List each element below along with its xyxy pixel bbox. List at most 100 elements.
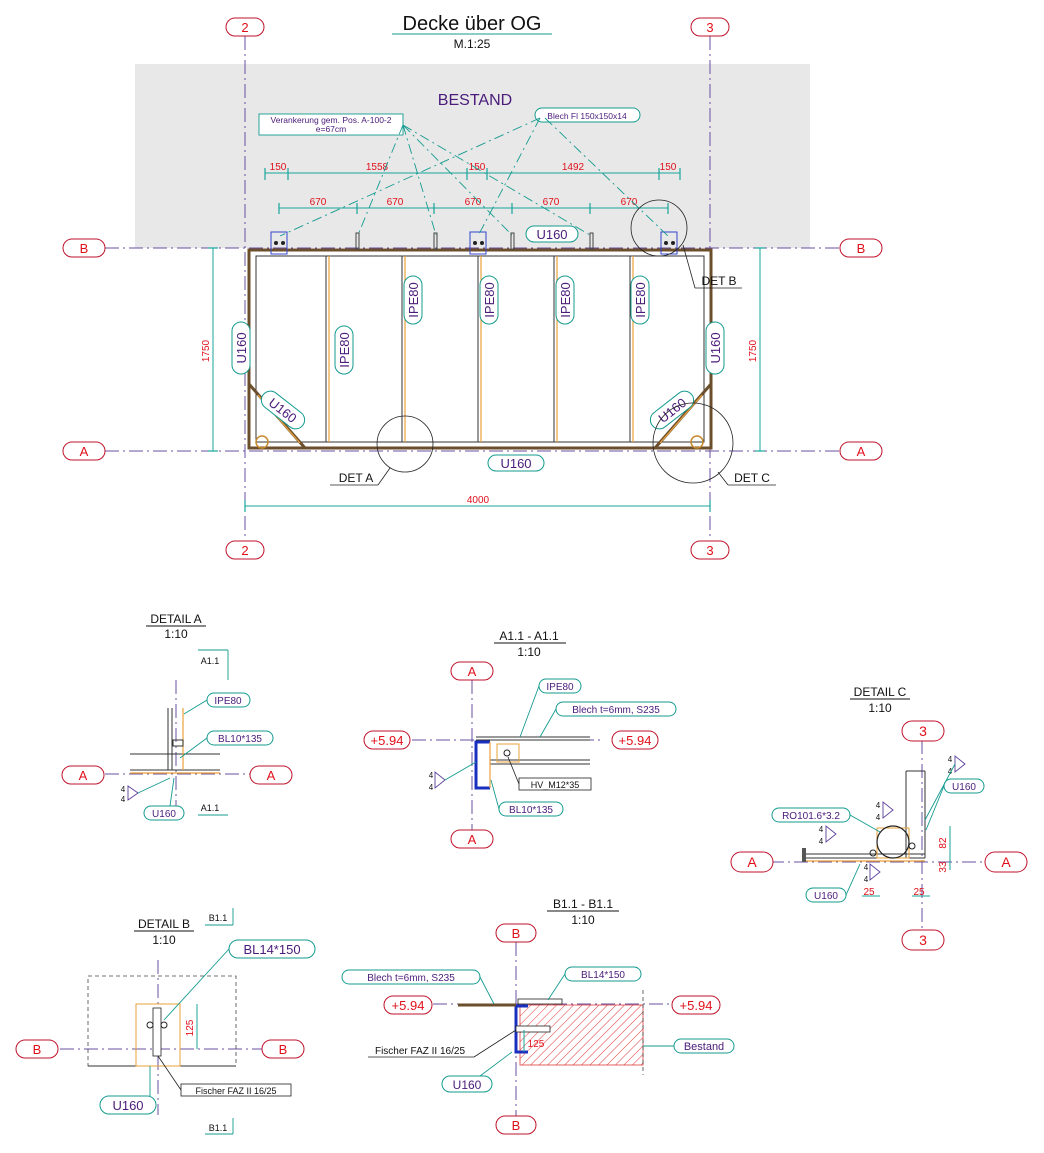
axis-bubble-2-top: 2 xyxy=(225,17,265,37)
svg-text:IPE80: IPE80 xyxy=(558,282,573,317)
level-left: +5.94 xyxy=(383,995,433,1015)
svg-text:U160: U160 xyxy=(708,332,723,363)
svg-text:A: A xyxy=(468,664,477,679)
det-c-label: DET C xyxy=(734,471,770,485)
axis-bubble-a: A xyxy=(450,829,494,849)
dim-width: 4000 xyxy=(467,495,490,506)
section-a11: A1.1 - A1.1 1:10 A A +5.94 +5.94 xyxy=(363,629,677,849)
plate-label: BL10*135 xyxy=(218,734,262,745)
plate-label: BL14*150 xyxy=(581,970,625,981)
svg-text:U160: U160 xyxy=(536,227,567,242)
label-u160-brace-left: U160 xyxy=(260,390,306,430)
axis-bubble-3-bottom: 3 xyxy=(690,540,730,560)
svg-text:4: 4 xyxy=(864,875,869,884)
svg-text:3: 3 xyxy=(706,20,713,35)
svg-text:IPE80: IPE80 xyxy=(406,282,421,317)
svg-text:Verankerung gem. Pos. A-100-2: Verankerung gem. Pos. A-100-2 xyxy=(271,115,392,125)
dim-125: 125 xyxy=(185,1019,196,1036)
dim-label: 1558 xyxy=(366,162,389,173)
svg-text:Blech Fl 150x150x14: Blech Fl 150x150x14 xyxy=(547,111,627,121)
weld-size: 4 xyxy=(429,771,434,780)
svg-text:A: A xyxy=(267,768,276,783)
svg-text:+5.94: +5.94 xyxy=(392,998,425,1013)
section-b11-title: B1.1 - B1.1 xyxy=(553,897,613,911)
detail-c-scale: 1:10 xyxy=(868,701,892,715)
weld-size: 4 xyxy=(121,785,126,794)
axis-bubble-b: B xyxy=(495,923,537,943)
drawing-scale: M.1:25 xyxy=(454,37,491,51)
weld-size: 4 xyxy=(429,783,434,792)
label-ipe80-3: IPE80 xyxy=(479,275,499,325)
dim-25b: 25 xyxy=(913,887,925,898)
axis-bubble-3-top: 3 xyxy=(690,17,730,37)
svg-text:+5.94: +5.94 xyxy=(371,733,404,748)
svg-text:A: A xyxy=(857,444,866,459)
drawing-title: Decke über OG xyxy=(403,13,542,35)
svg-text:3: 3 xyxy=(919,932,927,948)
svg-text:3: 3 xyxy=(919,723,927,739)
dim-label: 670 xyxy=(387,197,404,208)
svg-text:A: A xyxy=(80,444,89,459)
svg-text:IPE80: IPE80 xyxy=(482,282,497,317)
existing-label: BESTAND xyxy=(438,92,512,109)
dim-125: 125 xyxy=(528,1039,545,1050)
dim-82: 82 xyxy=(938,837,949,849)
dim-label: 150 xyxy=(270,162,287,173)
svg-text:4: 4 xyxy=(948,755,953,764)
plate-label: BL14*150 xyxy=(243,942,300,957)
section-marker: A1.1 xyxy=(201,803,220,813)
svg-text:B: B xyxy=(279,1042,288,1057)
dim-label: 670 xyxy=(310,197,327,208)
svg-text:3: 3 xyxy=(706,543,713,558)
dim-33: 33 xyxy=(938,861,949,873)
label-u160-bottom: U160 xyxy=(487,454,545,472)
section-b11: B1.1 - B1.1 1:10 B B +5.94 +5.94 Blech t… xyxy=(341,897,735,1135)
section-marker: A1.1 xyxy=(201,656,220,666)
svg-text:IPE80: IPE80 xyxy=(337,332,352,367)
axis-bubble-a-right: A xyxy=(839,441,883,461)
axis-bubble-a: A xyxy=(730,851,774,873)
axis-bubble-b: B xyxy=(495,1115,537,1135)
existing-label: Bestand xyxy=(684,1041,724,1053)
axis-bubble-3: 3 xyxy=(901,720,945,742)
label-ipe80-1: IPE80 xyxy=(334,325,354,375)
ipe80-label: IPE80 xyxy=(546,682,574,693)
det-a-label: DET A xyxy=(339,471,373,485)
svg-text:4: 4 xyxy=(864,863,869,872)
svg-text:4: 4 xyxy=(876,813,881,822)
bolt-label: HV_M12*35 xyxy=(531,780,580,790)
level-right: +5.94 xyxy=(671,995,721,1015)
ipe80-label: IPE80 xyxy=(214,696,242,707)
anchor-label: Fischer FAZ II 16/25 xyxy=(195,1086,276,1096)
svg-text:IPE80: IPE80 xyxy=(633,282,648,317)
level-right: +5.94 xyxy=(611,730,659,750)
u160-label: U160 xyxy=(453,1078,482,1092)
label-u160-top: U160 xyxy=(525,225,579,243)
detail-b-title: DETAIL B xyxy=(138,917,190,931)
anchor-label: Fischer FAZ II 16/25 xyxy=(375,1046,465,1057)
label-u160-right: U160 xyxy=(705,321,725,375)
u160-top-label: U160 xyxy=(952,782,976,793)
axis-bubble-a: A xyxy=(61,765,105,785)
sheet-label: Blech t=6mm, S235 xyxy=(572,705,660,716)
plan-view: Decke über OG M.1:25 BESTAND 2 3 2 3 xyxy=(62,13,883,560)
dim-label: 1492 xyxy=(562,162,585,173)
label-ipe80-4: IPE80 xyxy=(555,275,575,325)
axis-bubble-a: A xyxy=(450,661,494,681)
plate-callout: Blech Fl 150x150x14 xyxy=(534,107,641,123)
dim-label: 670 xyxy=(465,197,482,208)
weld-size: 4 xyxy=(121,795,126,804)
level-left: +5.94 xyxy=(363,730,411,750)
label-u160-left: U160 xyxy=(231,321,251,375)
svg-text:2: 2 xyxy=(241,543,248,558)
svg-text:4: 4 xyxy=(876,801,881,810)
existing-wall xyxy=(519,1004,644,1066)
svg-text:A: A xyxy=(468,832,477,847)
u160-label: U160 xyxy=(814,891,838,902)
axis-bubble-3: 3 xyxy=(901,929,945,951)
pipe-label: RO101.6*3.2 xyxy=(782,811,840,822)
svg-text:+5.94: +5.94 xyxy=(619,733,652,748)
dim-label: 670 xyxy=(543,197,560,208)
anchorage-callout: Verankerung gem. Pos. A-100-2 e=67cm xyxy=(258,113,404,136)
svg-text:B: B xyxy=(512,1118,521,1133)
